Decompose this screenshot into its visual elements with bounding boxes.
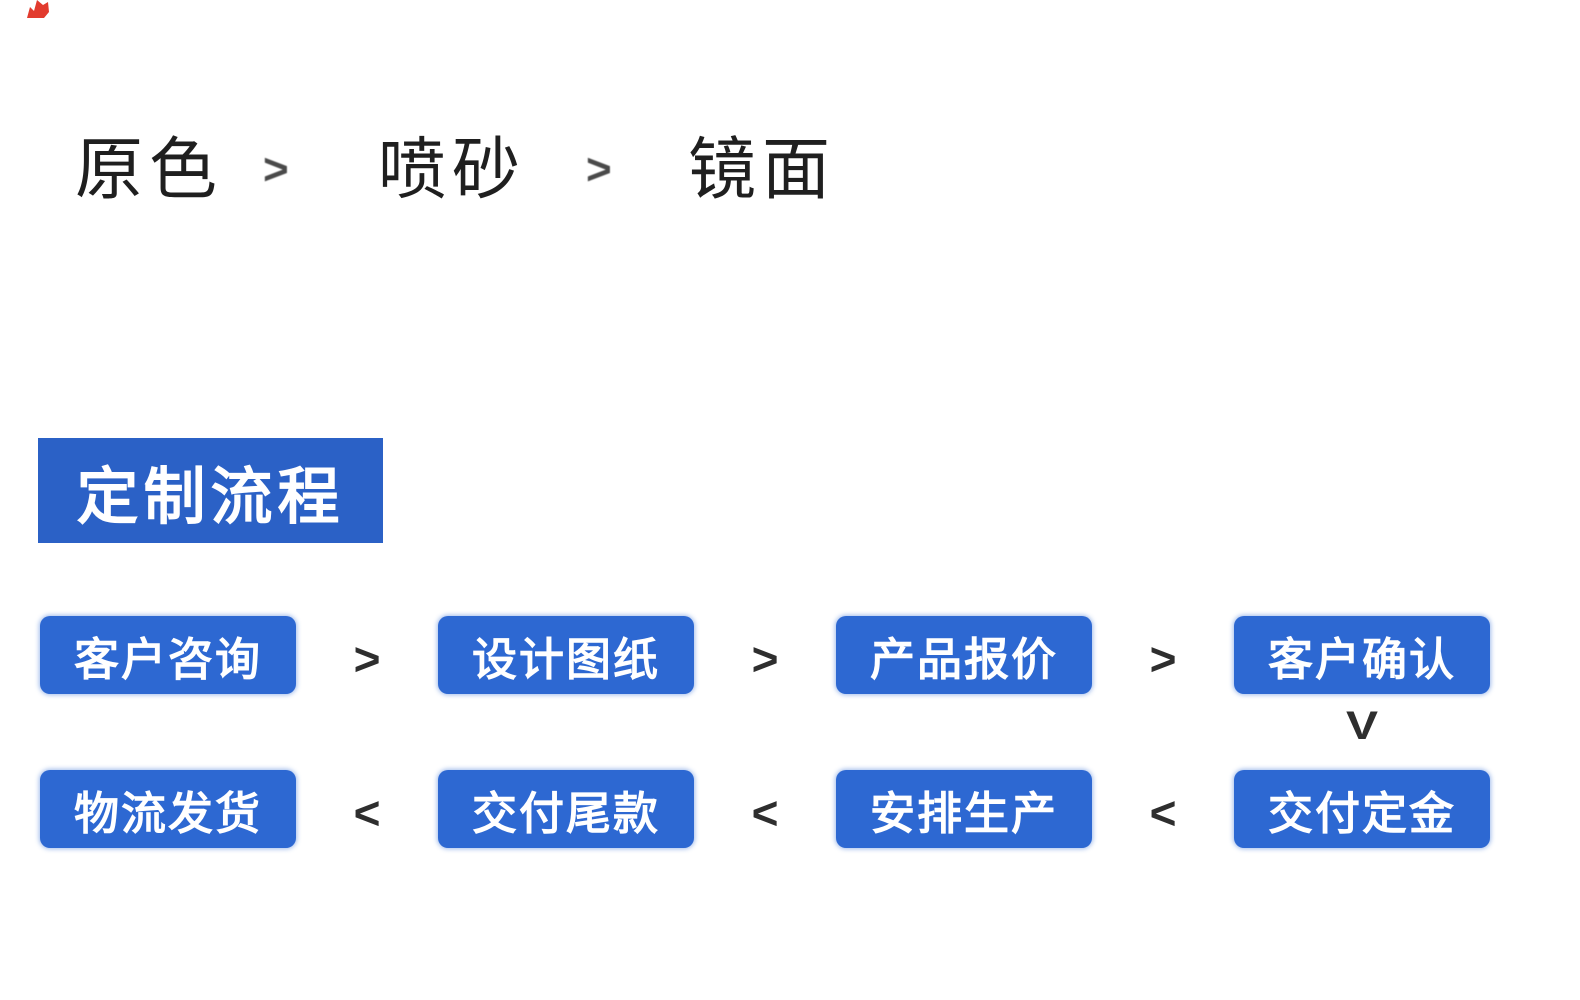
- section-title-custom-process: 定制流程: [38, 438, 383, 543]
- finish-option-natural: 原色: [75, 132, 224, 208]
- arrow-right-icon: >: [751, 633, 779, 685]
- red-mark-icon: [27, 0, 49, 18]
- arrow-right-icon: >: [1149, 633, 1177, 685]
- arrow-right-icon: >: [353, 633, 381, 685]
- flow-step-customer-inquiry: 客户咨询: [40, 616, 296, 694]
- flow-step-product-quotation: 产品报价: [836, 616, 1092, 694]
- arrow-left-icon: <: [1149, 787, 1177, 839]
- chevron-right-icon: >: [263, 145, 289, 194]
- chevron-right-icon: >: [586, 145, 612, 194]
- flow-step-customer-confirm: 客户确认: [1234, 616, 1490, 694]
- flow-step-design-drawing: 设计图纸: [438, 616, 694, 694]
- finish-option-mirror: 镜面: [688, 132, 837, 208]
- flow-step-pay-balance: 交付尾款: [438, 770, 694, 848]
- flow-step-pay-deposit: 交付定金: [1234, 770, 1490, 848]
- arrow-down-icon: V: [1345, 704, 1379, 748]
- arrow-left-icon: <: [751, 787, 779, 839]
- arrow-left-icon: <: [353, 787, 381, 839]
- flow-step-logistics-shipping: 物流发货: [40, 770, 296, 848]
- finish-option-sandblast: 喷砂: [378, 132, 527, 208]
- flow-step-arrange-production: 安排生产: [836, 770, 1092, 848]
